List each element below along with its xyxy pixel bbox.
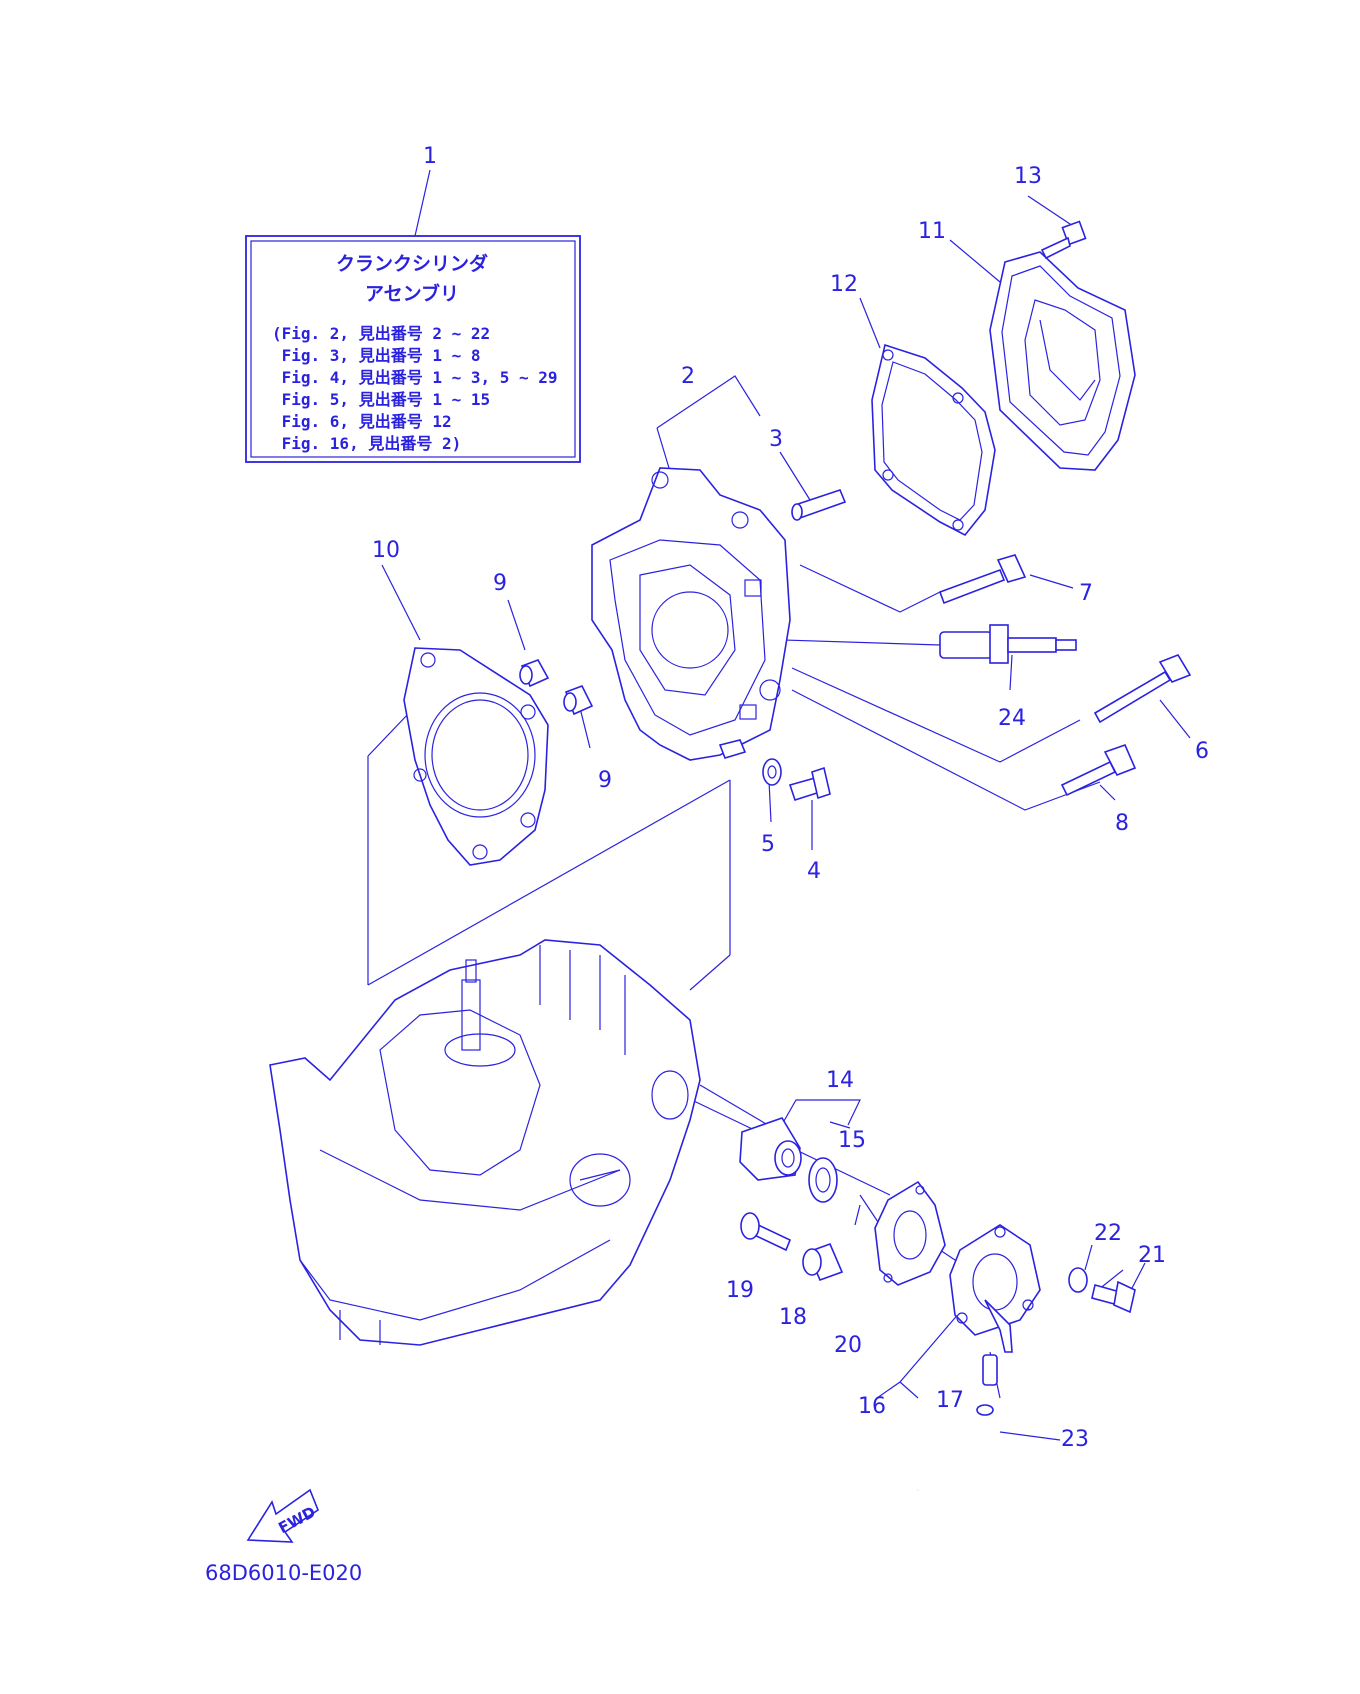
callout-4: 4	[807, 859, 821, 884]
box-ref-line: Fig. 6, 見出番号 12	[272, 412, 452, 431]
callout-10: 10	[372, 538, 400, 563]
part-gasket-20	[874, 1180, 946, 1286]
callout-2: 2	[681, 364, 695, 389]
callout-7: 7	[1079, 581, 1093, 606]
callout-19: 19	[726, 1278, 754, 1303]
callout-14: 14	[826, 1068, 854, 1093]
callout-23: 23	[1061, 1427, 1089, 1452]
callout-15: 15	[838, 1128, 866, 1153]
box-ref-line: Fig. 3, 見出番号 1 ~ 8	[272, 346, 481, 365]
part-bolt-19	[740, 1212, 792, 1252]
diagram-code: 68D6010-E020	[205, 1561, 362, 1585]
fwd-arrow-icon	[246, 1488, 319, 1543]
part-hose-23	[915, 1404, 1043, 1511]
part-bolt-7	[938, 554, 1027, 605]
callout-24: 24	[998, 706, 1026, 731]
part-dowel-9b	[563, 684, 594, 716]
callout-21: 21	[1138, 1243, 1166, 1268]
part-thermostat-cover	[949, 1224, 1041, 1353]
part-spark-plug	[939, 624, 1077, 664]
callout-11: 11	[918, 219, 946, 244]
part-cover	[989, 251, 1136, 471]
part-crankcase-block	[269, 939, 701, 1346]
box-title-line1: クランクシリンダ	[336, 252, 488, 275]
callout-22: 22	[1094, 1221, 1122, 1246]
box-ref-line: Fig. 4, 見出番号 1 ~ 3, 5 ~ 29	[272, 368, 558, 387]
callout-18: 18	[779, 1305, 807, 1330]
callout-17: 17	[936, 1388, 964, 1413]
part-washer-5	[762, 758, 782, 786]
leader-lines	[367, 169, 1191, 1441]
part-washer-22	[1068, 1267, 1088, 1293]
part-seal-15	[808, 1157, 838, 1203]
callout-6: 6	[1195, 739, 1209, 764]
callout-5: 5	[761, 832, 775, 857]
callout-9b: 9	[598, 768, 612, 793]
box-ref-line: Fig. 5, 見出番号 1 ~ 15	[272, 390, 490, 409]
callout-8: 8	[1115, 811, 1129, 836]
box-title-line2: アセンブリ	[365, 282, 459, 305]
box-ref-line: (Fig. 2, 見出番号 2 ~ 22	[272, 324, 490, 343]
part-bolt-13	[1040, 220, 1087, 260]
callout-12: 12	[830, 272, 858, 297]
part-bolt-8	[1060, 743, 1137, 797]
part-head-gasket	[403, 647, 549, 866]
callout-20: 20	[834, 1333, 862, 1358]
callout-9a: 9	[493, 571, 507, 596]
part-bolt-21	[1091, 1280, 1136, 1314]
callout-16: 16	[858, 1394, 886, 1419]
part-dowel-9a	[519, 659, 550, 688]
box-ref-line: Fig. 16, 見出番号 2)	[272, 434, 461, 453]
callout-numbers: 1 2 3 4 5 6 7 8 9 9 10 11 12 13 14 15 16…	[372, 144, 1209, 1452]
part-cover-gasket	[871, 343, 996, 537]
callout-3: 3	[769, 427, 783, 452]
part-thermostat	[739, 1117, 802, 1181]
part-dowel-3	[791, 489, 847, 521]
part-pin-17	[982, 1354, 998, 1386]
assembly-info-box: クランクシリンダ アセンブリ (Fig. 2, 見出番号 2 ~ 22 Fig.…	[245, 235, 581, 463]
part-collar-18	[802, 1242, 844, 1282]
callout-13: 13	[1014, 164, 1042, 189]
part-cylinder-head	[591, 467, 791, 761]
part-bolt-4	[788, 766, 831, 802]
callout-1: 1	[423, 144, 437, 169]
part-bolt-6	[1093, 654, 1192, 724]
